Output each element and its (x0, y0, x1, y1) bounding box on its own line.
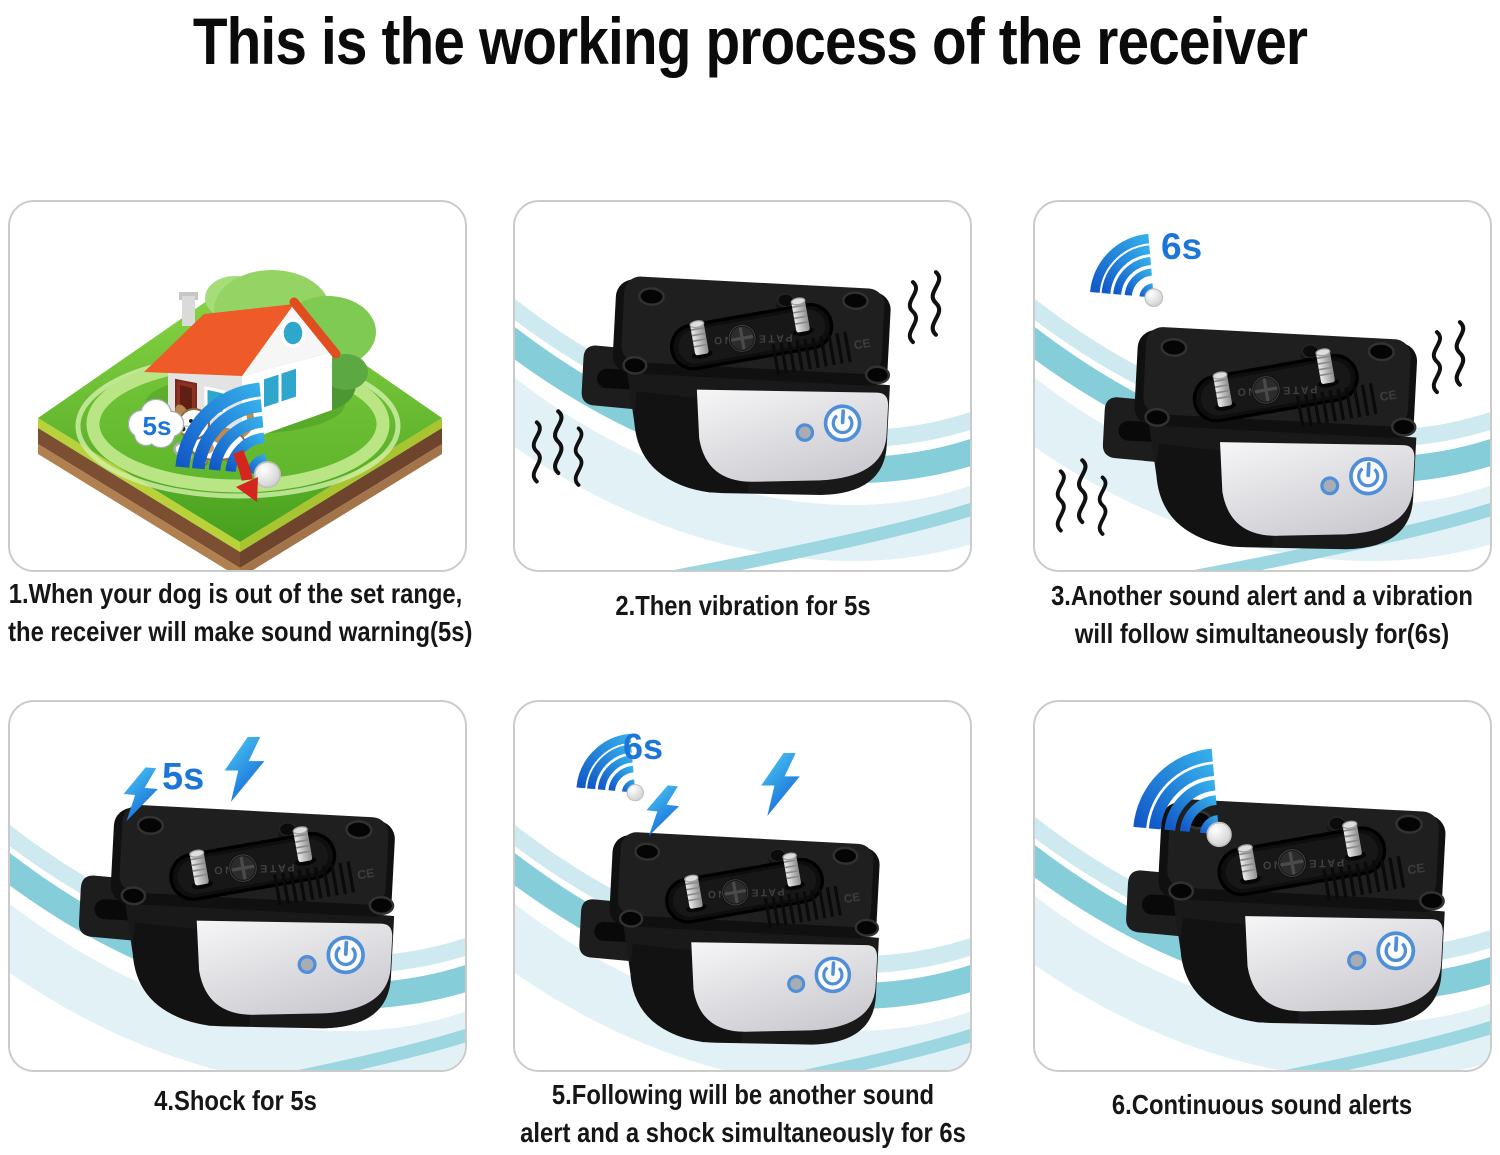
vibration-lines-icon (1431, 306, 1471, 395)
vibration-lines-icon (1055, 438, 1108, 536)
page-title: This is the working process of the recei… (192, 4, 1308, 78)
escape-arrow-icon (232, 449, 258, 502)
sound-duration-badge: 6s (623, 726, 664, 767)
caption-line: the receiver will make sound warning(5s) (8, 616, 473, 647)
receiver-device-image (1090, 308, 1452, 572)
lightning-bolt-icon (757, 752, 803, 818)
caption-line: 4.Shock for 5s (154, 1085, 317, 1116)
lightning-bolt-icon (640, 782, 684, 841)
caption-line: 6.Continuous sound alerts (1111, 1089, 1413, 1120)
caption-line: alert and a shock simultaneously for 6s (520, 1117, 966, 1148)
step-3-caption: 3.Another sound alert and a vibration wi… (1033, 577, 1492, 653)
thought-cloud (127, 398, 193, 461)
caption-line: 2.Then vibration for 5s (615, 590, 871, 621)
house-yard-illustration (38, 270, 442, 570)
step-2-panel (513, 200, 972, 572)
vibration-lines-icon (531, 388, 584, 487)
lightning-bolt-icon (220, 736, 268, 804)
step-1-caption: 1.When your dog is out of the set range,… (8, 575, 473, 651)
sound-waves-icon (1105, 746, 1245, 854)
shock-duration-badge: 5s (162, 756, 205, 798)
lightning-bolt-icon (118, 764, 163, 825)
receiver-device-image (569, 258, 925, 525)
caption-line: will follow simultaneously for(6s) (1074, 618, 1450, 649)
step-4-panel: 5s (8, 700, 467, 1072)
caption-line: 1.When your dog is out of the set range, (8, 578, 463, 609)
sound-duration-badge: 6s (1161, 226, 1203, 267)
receiver-device-image (66, 786, 430, 1059)
caption-line: 5.Following will be another sound (551, 1079, 935, 1110)
sound-waves-icon (1069, 232, 1173, 312)
step-5-panel: 6s (513, 700, 972, 1072)
sound-duration-badge: 5s (142, 411, 172, 441)
step-6-caption: 6.Continuous sound alerts (1033, 1086, 1492, 1124)
step-2-caption: 2.Then vibration for 5s (514, 587, 973, 625)
step-3-panel: 6s (1033, 200, 1492, 572)
step-6-panel (1033, 700, 1492, 1072)
step-5-caption: 5.Following will be another sound alert … (514, 1076, 973, 1152)
step-4-caption: 4.Shock for 5s (8, 1082, 463, 1120)
step-1-panel: 5s (8, 200, 467, 572)
caption-line: 3.Another sound alert and a vibration (1051, 580, 1473, 611)
vibration-lines-icon (907, 256, 947, 345)
receiver-device-image (567, 814, 913, 1072)
